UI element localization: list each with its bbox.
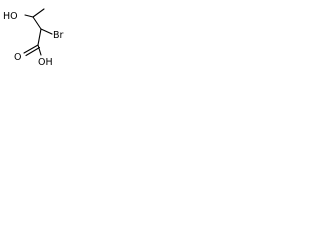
hydroxyl-label: HO <box>3 11 18 22</box>
bond-carbonyl-b <box>25 46 41 57</box>
bond-choh-to-oh <box>24 14 34 18</box>
bond-chbr-to-carboxyl <box>37 28 42 46</box>
bond-ch3-to-choh <box>32 8 45 18</box>
bond-carbonyl-a <box>23 44 39 54</box>
bond-choh-to-chbr <box>32 16 42 30</box>
bond-chbr-to-br <box>40 28 53 35</box>
carbonyl-oxygen-label: O <box>14 52 21 63</box>
bromine-label: Br <box>53 30 64 41</box>
structure-canvas: HO Br O OH <box>0 0 77 77</box>
bond-carboxyl-to-oh <box>37 44 42 56</box>
acid-oxygen-label: OH <box>38 57 53 68</box>
molecule-diagram: HO Br O OH <box>3 8 64 68</box>
